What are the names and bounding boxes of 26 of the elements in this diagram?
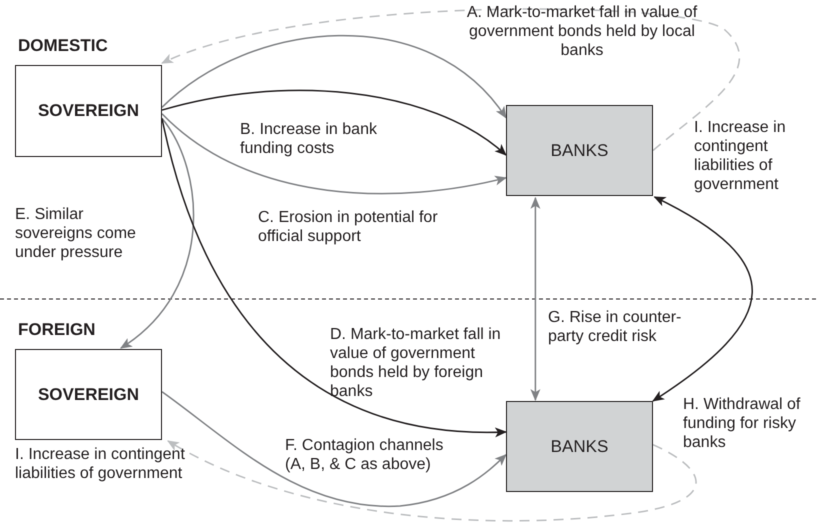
arrow [162,391,507,507]
dashed-arrow [161,8,740,152]
dashed-arrow [167,440,696,522]
edge-label: I. Increase in contingent liabilities of government [15,445,186,483]
edge-label: H. Withdrawal of funding for risky banks [683,395,802,452]
arrow [162,34,507,119]
edge-label: C. Erosion in potential for official support [258,208,439,246]
edge-label: I. Increase in contingent liabilities of government [694,118,787,194]
sovereign-box: SOVEREIGN [15,349,162,440]
arrow [162,90,507,156]
region-heading: FOREIGN [18,319,96,341]
edge-label: F. Contagion channels (A, B, & C as above) [285,436,444,474]
edge-label: E. Similar sovereigns come under pressure [15,205,137,262]
region-heading: DOMESTIC [18,35,108,57]
edge-label: G. Rise in counter-party credit risk [548,308,682,346]
banks-box: BANKS [506,401,653,492]
arrow [161,118,507,437]
banks-box: BANKS [506,105,653,196]
edge-label: D. Mark-to-market fall in value of government bonds held by foreign banks [330,325,502,401]
edge-label: A. Mark-to-market fall in value of government bonds held by local banks [466,3,698,60]
sovereign-box: SOVEREIGN [15,65,162,157]
arrow [162,113,507,194]
arrow [530,196,540,402]
arrow [120,118,194,349]
arrow [652,196,753,402]
edge-label: B. Increase in bank funding costs [240,120,378,158]
